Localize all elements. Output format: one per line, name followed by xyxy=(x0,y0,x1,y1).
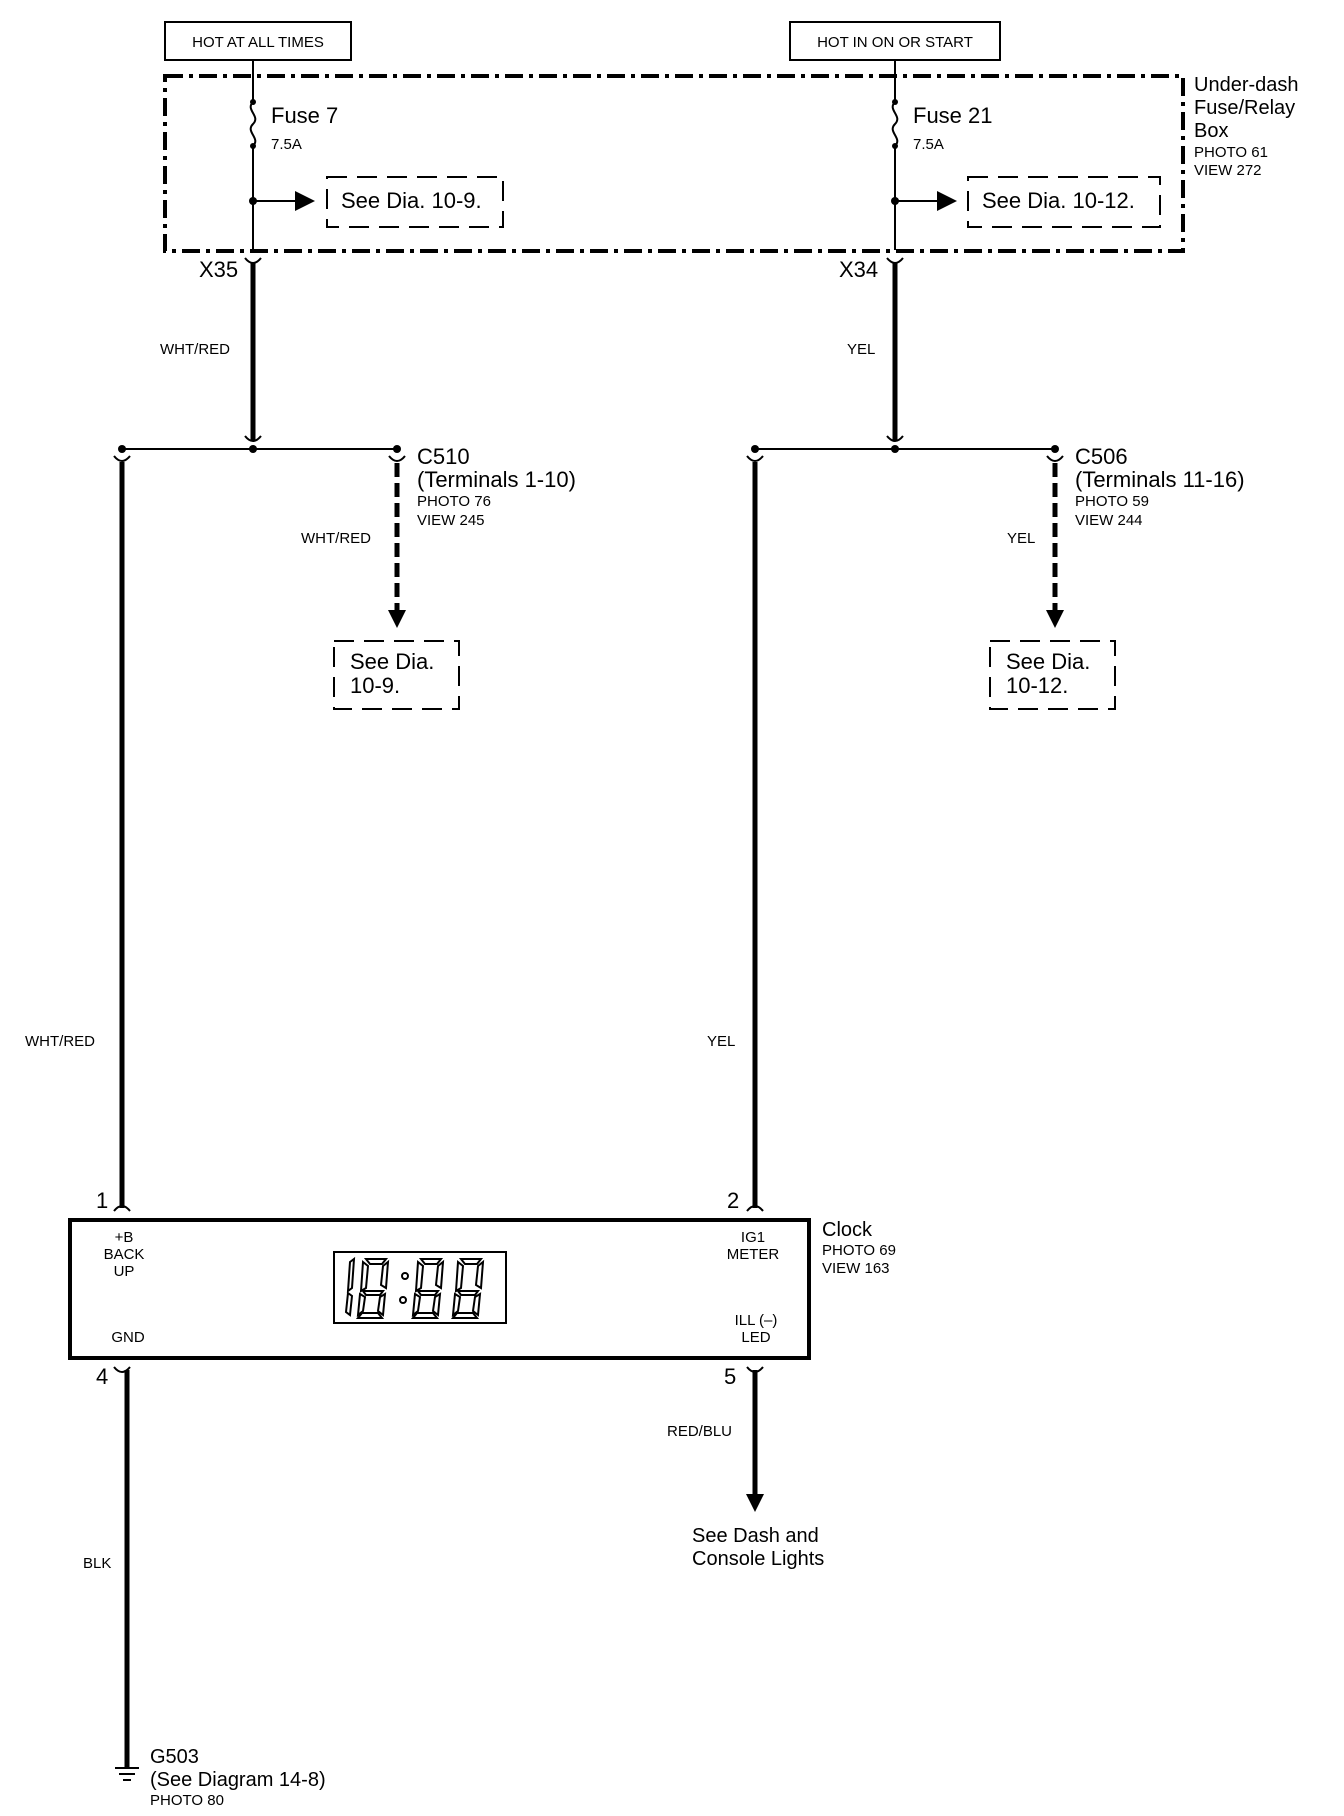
clock-pin-1-label-2: BACK xyxy=(104,1246,145,1263)
c510-ref-1: See Dia. xyxy=(350,649,434,674)
ground-icon xyxy=(115,1767,139,1781)
fuse-7-ref: See Dia. 10-9. xyxy=(341,188,482,213)
clock-pin-4: 4 xyxy=(96,1364,108,1389)
source-hot-at-all-times: HOT AT ALL TIMES xyxy=(164,21,352,61)
source-hot-in-on-or-start: HOT IN ON OR START xyxy=(789,21,1001,61)
wire-label-right-main: YEL xyxy=(707,1033,735,1050)
fuse-21-rating: 7.5A xyxy=(913,136,944,153)
wire-label-right-top: YEL xyxy=(847,341,875,358)
ill-ref-1: See Dash and xyxy=(692,1525,819,1547)
fuse-21: Fuse 21 7.5A See Dia. 10-12. xyxy=(891,99,1161,250)
connector-c510: C510 (Terminals 1-10) PHOTO 76 VIEW 245 … xyxy=(301,444,576,710)
clock-unit: 1 2 4 5 +B BACK UP IG1 METER GND ILL (–)… xyxy=(68,1188,896,1389)
fuse-7: Fuse 7 7.5A See Dia. 10-9. xyxy=(249,99,504,250)
wire-label-ground: BLK xyxy=(83,1555,111,1572)
fuse-box-label: Under-dash Fuse/Relay Box PHOTO 61 VIEW … xyxy=(1194,74,1299,179)
connector-c506: C506 (Terminals 11-16) PHOTO 59 VIEW 244… xyxy=(989,444,1245,710)
clock-pin-2-label-1: IG1 xyxy=(741,1229,765,1246)
ill-ref-2: Console Lights xyxy=(692,1548,824,1570)
ground-g503: G503 (See Diagram 14-8) PHOTO 80 xyxy=(150,1746,326,1809)
terminal-x35: X35 xyxy=(199,257,238,282)
clock-pin-2-label-2: METER xyxy=(727,1246,780,1263)
fuse-7-rating: 7.5A xyxy=(271,136,302,153)
fuse-box-view: VIEW 272 xyxy=(1194,162,1262,179)
clock-view: VIEW 163 xyxy=(822,1260,890,1277)
fuse-box-photo: PHOTO 61 xyxy=(1194,144,1268,161)
clock-pin-1-label-1: +B xyxy=(115,1229,134,1246)
c506-terminals: (Terminals 11-16) xyxy=(1075,467,1245,492)
clock-pin-1: 1 xyxy=(96,1188,108,1213)
clock-display-icon xyxy=(333,1251,507,1324)
c506-ref-2: 10-12. xyxy=(1006,673,1068,698)
c506-ref-1: See Dia. xyxy=(1006,649,1090,674)
ground-name: G503 xyxy=(150,1746,199,1768)
ground-photo: PHOTO 80 xyxy=(150,1792,224,1809)
clock-pin-5-label-2: LED xyxy=(741,1329,770,1346)
clock-pin-5-label-1: ILL (–) xyxy=(735,1312,778,1329)
c506-name: C506 xyxy=(1075,444,1128,469)
fuse-relay-box xyxy=(163,74,1185,253)
c510-name: C510 xyxy=(417,444,470,469)
c510-view: VIEW 245 xyxy=(417,512,485,529)
clock-pin-2: 2 xyxy=(727,1188,739,1213)
clock-photo: PHOTO 69 xyxy=(822,1242,896,1259)
clock-pin-1-label-3: UP xyxy=(114,1263,135,1280)
clock-pin-4-label: GND xyxy=(111,1329,145,1346)
ground-ref: (See Diagram 14-8) xyxy=(150,1769,326,1791)
wire-label-left-main: WHT/RED xyxy=(25,1033,95,1050)
source-label-right: HOT IN ON OR START xyxy=(817,34,973,51)
wire-label-right-branch: YEL xyxy=(1007,530,1035,547)
c510-photo: PHOTO 76 xyxy=(417,493,491,510)
fuse-21-name: Fuse 21 xyxy=(913,103,993,128)
wire-label-left-branch: WHT/RED xyxy=(301,530,371,547)
clock-pin-5: 5 xyxy=(724,1364,736,1389)
fuse-box-name-1: Under-dash xyxy=(1194,74,1299,96)
terminal-x34: X34 xyxy=(839,257,878,282)
clock-name: Clock xyxy=(822,1219,873,1241)
wire-label-ill: RED/BLU xyxy=(667,1423,732,1440)
fuse-21-ref: See Dia. 10-12. xyxy=(982,188,1135,213)
source-label-left: HOT AT ALL TIMES xyxy=(192,34,324,51)
fuse-box-name-3: Box xyxy=(1194,120,1228,142)
fuse-box-name-2: Fuse/Relay xyxy=(1194,97,1295,119)
c506-photo: PHOTO 59 xyxy=(1075,493,1149,510)
fuse-7-name: Fuse 7 xyxy=(271,103,338,128)
c506-view: VIEW 244 xyxy=(1075,512,1143,529)
c510-ref-2: 10-9. xyxy=(350,673,400,698)
c510-terminals: (Terminals 1-10) xyxy=(417,467,576,492)
wire-label-left-top: WHT/RED xyxy=(160,341,230,358)
